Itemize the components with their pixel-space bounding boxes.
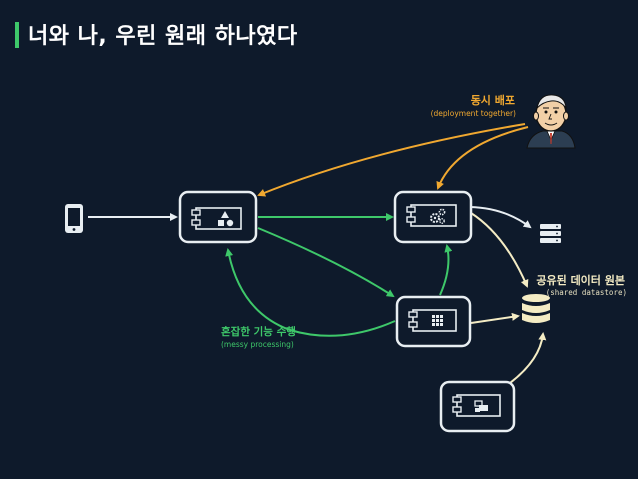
server-icon	[540, 224, 561, 243]
deploy-label-ko: 동시 배포	[471, 93, 515, 107]
arrow-deploy-to-a	[257, 123, 526, 197]
service-box-b	[393, 190, 473, 244]
service-box-c	[395, 295, 472, 348]
title-accent-bar	[15, 22, 19, 48]
arrow-deploy-to-b	[436, 126, 529, 190]
messy-label-en: (messy processing)	[221, 340, 294, 349]
service-box-a	[178, 190, 258, 244]
datastore-label-en: (shared datastore)	[546, 288, 627, 297]
arrow-c-to-db	[470, 312, 520, 324]
service-box-d	[439, 380, 516, 433]
arrow-c-to-a	[225, 248, 396, 337]
grid-icon	[432, 315, 443, 326]
arrow-d-to-db	[509, 332, 547, 384]
arrow-b-to-db	[470, 212, 529, 288]
gears-icon	[430, 208, 446, 224]
datastore-label-ko: 공유된 데이터 원본	[536, 273, 625, 287]
shapes-icon	[218, 211, 234, 227]
cubes-icon	[474, 400, 488, 412]
database-icon	[522, 294, 550, 323]
deployer-person-icon	[526, 94, 576, 149]
slide-title: 너와 나, 우린 원래 하나였다	[28, 24, 298, 49]
arrow-c-to-b	[439, 244, 453, 296]
arrow-b-to-server	[469, 206, 532, 229]
mobile-phone-icon	[65, 204, 83, 233]
deploy-label-en: (deployment together)	[431, 109, 516, 118]
messy-label-ko: 혼잡한 기능 수행	[221, 325, 296, 338]
arrow-a-to-c	[257, 227, 395, 298]
